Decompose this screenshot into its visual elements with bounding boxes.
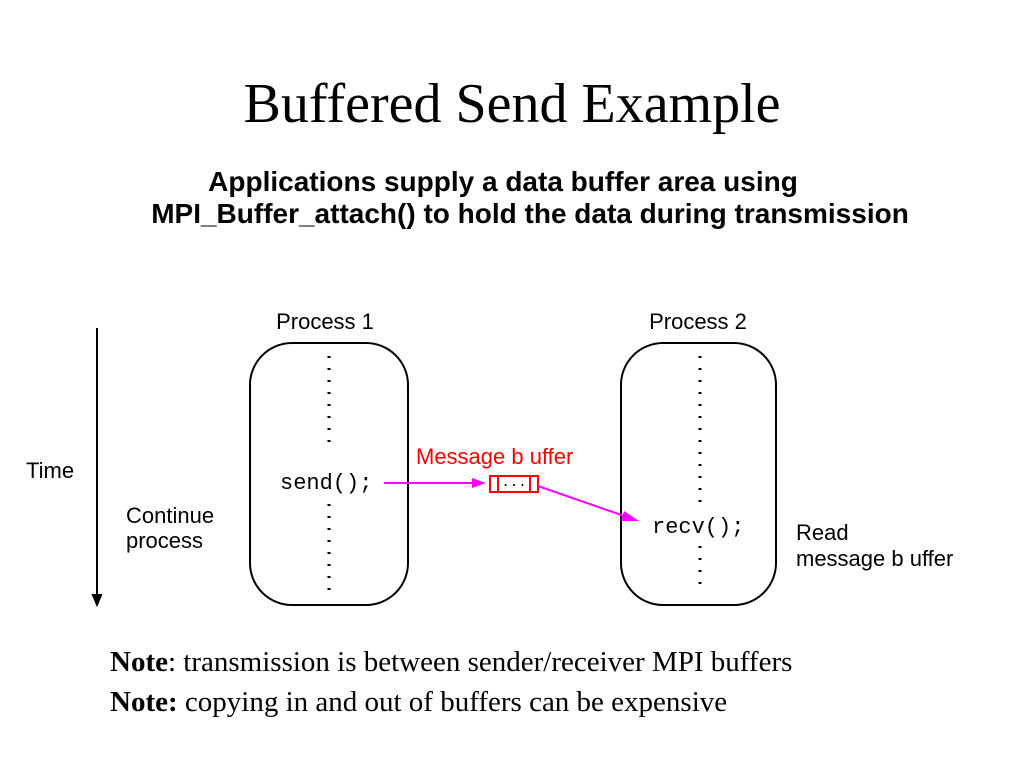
note-1: Note: transmission is between sender/rec…	[110, 642, 792, 682]
subtitle-line-2: MPI_Buffer_attach() to hold the data dur…	[151, 198, 909, 229]
note-1-label: Note	[110, 646, 168, 678]
read-buffer-line-1: Read	[796, 520, 849, 545]
slide-subtitle: Applications supply a data buffer area u…	[0, 166, 1024, 230]
process-2-box	[620, 342, 777, 606]
continue-process-line-1: Continue	[126, 503, 214, 528]
continue-process-line-2: process	[126, 528, 203, 553]
note-1-text: : transmission is between sender/receive…	[167, 646, 793, 678]
process-2-label: Process 2	[649, 309, 747, 334]
send-call: send();	[280, 471, 372, 496]
subtitle-line-1: Applications supply a data buffer area u…	[208, 166, 798, 197]
note-2-label: Note:	[110, 686, 178, 718]
note-2-text: copying in and out of buffers can be exp…	[177, 686, 728, 718]
time-label: Time	[26, 458, 74, 483]
send-to-buffer-arrow-head	[472, 478, 486, 488]
time-arrow-head	[91, 593, 103, 608]
buffer-to-recv-arrow-head	[621, 511, 639, 521]
message-buffer-label: Message b uffer	[416, 444, 573, 469]
buffer-to-recv-arrow	[537, 485, 631, 519]
process-1-box	[249, 342, 409, 606]
message-buffer-dots: ...	[501, 475, 526, 491]
message-buffer-box	[489, 475, 539, 493]
note-2: Note: copying in and out of buffers can …	[110, 682, 792, 722]
slide-title: Buffered Send Example	[243, 73, 781, 135]
recv-call: recv();	[652, 515, 744, 540]
notes: Note: transmission is between sender/rec…	[110, 642, 792, 722]
process-1-label: Process 1	[276, 309, 374, 334]
read-buffer-line-2: message b uffer	[796, 546, 953, 571]
